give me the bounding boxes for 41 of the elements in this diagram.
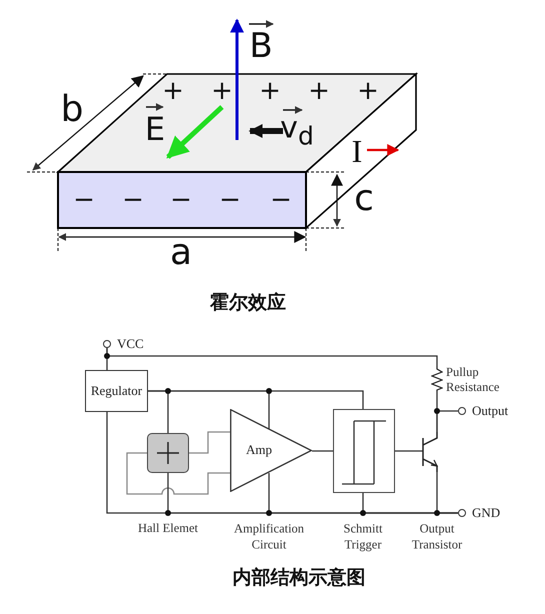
charge-sign: +	[308, 78, 330, 104]
wire	[362, 493, 458, 514]
symbol-label: B	[249, 29, 273, 63]
charge-sign: +	[357, 78, 379, 104]
schmitt-trigger-box	[333, 409, 395, 493]
wire	[126, 452, 230, 495]
component-label: Schmitt Trigger	[342, 521, 384, 553]
charge-sign: +	[211, 78, 233, 104]
symbol-label: v$_{d}$	[280, 114, 314, 148]
wire	[436, 410, 458, 432]
wire	[189, 431, 230, 454]
wire	[106, 348, 438, 366]
wire	[395, 450, 423, 452]
terminal-label: VCC	[117, 336, 144, 352]
component-label: Amplification Circuit	[232, 521, 306, 553]
component-label: Hall Elemet	[136, 521, 200, 537]
charge-sign: −	[170, 187, 192, 213]
symbol-label: E	[144, 113, 166, 145]
amplifier-triangle	[230, 409, 312, 492]
charge-sign: +	[162, 78, 184, 104]
caption: 霍尔效应	[210, 294, 286, 312]
component-label: Pullup Resistance	[446, 365, 500, 395]
charge-sign: −	[270, 187, 292, 213]
wire	[312, 450, 333, 452]
symbol-label: I	[352, 135, 362, 167]
charge-sign: −	[73, 187, 95, 213]
amplifier-label: Amp	[246, 442, 272, 458]
caption: 内部结构示意图	[232, 568, 366, 588]
symbol-label: b	[60, 92, 84, 128]
symbol-label: a	[170, 235, 192, 271]
hall-element-box	[147, 433, 189, 473]
charge-sign: −	[122, 187, 144, 213]
regulator-box	[85, 370, 148, 412]
wire	[148, 390, 364, 409]
block-label: Regulator	[90, 383, 142, 399]
charge-sign: −	[219, 187, 241, 213]
terminal-label: GND	[472, 505, 500, 521]
charge-sign: +	[259, 78, 281, 104]
symbol-label: c	[354, 181, 374, 217]
terminal-label: Output	[472, 403, 508, 419]
component-label: Output Transistor	[410, 521, 464, 553]
